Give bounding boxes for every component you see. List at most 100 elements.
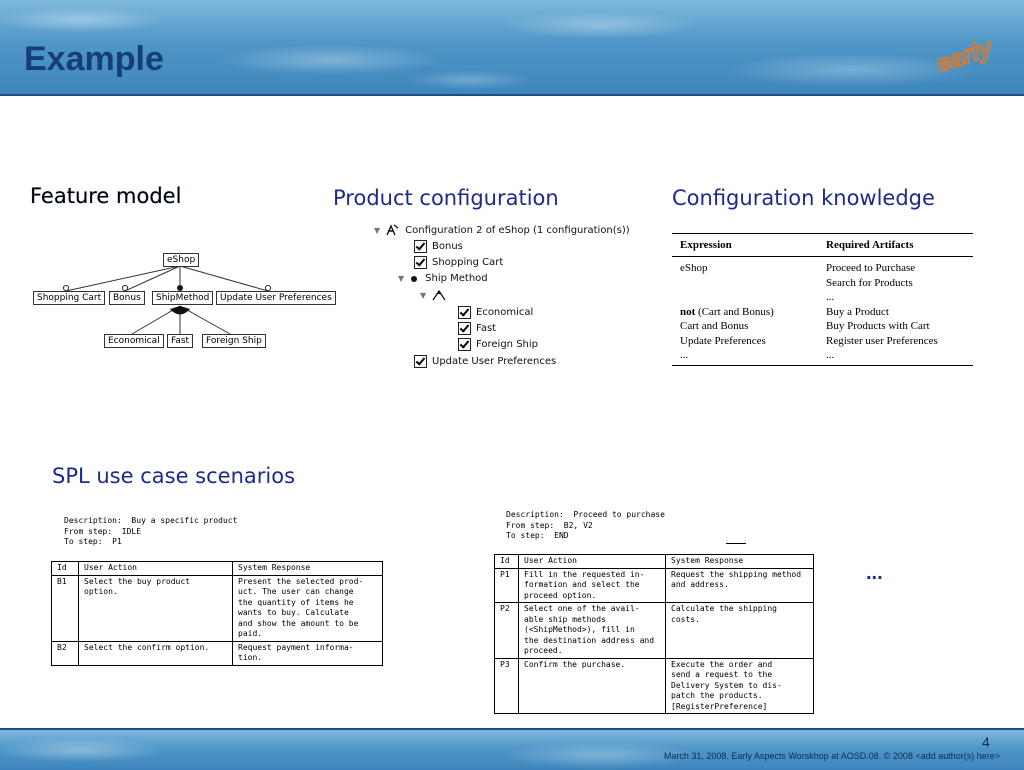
- column-header: System Response: [232, 561, 383, 576]
- artifact-line: Proceed to Purchase: [826, 262, 916, 274]
- system-response-cell: Request the shipping method and address.: [665, 567, 814, 603]
- use-case-from-step: From step: IDLE: [64, 526, 142, 536]
- table-row: P3 Confirm the purchase. Execute the ord…: [494, 657, 814, 714]
- config-item-update-user-preferences[interactable]: Update User Preferences: [414, 355, 556, 368]
- checkbox-checked-icon[interactable]: [414, 240, 427, 253]
- use-case-to-step: To step: P1: [64, 537, 122, 546]
- cell-line: costs.: [671, 614, 700, 624]
- config-item-fast[interactable]: Fast: [458, 322, 496, 335]
- config-item-shopping-cart[interactable]: Shopping Cart: [414, 256, 503, 269]
- product-configuration-tree: ▼ Configuration 2 of eShop (1 configurat…: [372, 222, 662, 372]
- artifact-line: Buy Products with Cart: [826, 320, 930, 332]
- footer-banner: [0, 728, 1024, 770]
- column-header: User Action: [78, 561, 233, 576]
- configuration-knowledge-title: Configuration knowledge: [672, 186, 935, 210]
- system-response-cell: Request payment informa- tion.: [232, 640, 383, 666]
- config-item-label: Fast: [476, 323, 497, 334]
- cell-line: paid.: [238, 629, 263, 638]
- config-item-ship-method[interactable]: ▼ Ship Method: [398, 273, 488, 284]
- column-header: User Action: [518, 554, 666, 569]
- cell-line: Request the shipping method: [671, 569, 802, 579]
- use-case-from-step: From step: B2, V2: [506, 520, 593, 530]
- config-item-label: Ship Method: [425, 273, 488, 284]
- expand-triangle-icon[interactable]: ▼: [398, 274, 405, 283]
- configuration-knowledge-table: Expression Required Artifacts eShop Proc…: [672, 233, 973, 366]
- artifact-line: Search for Products: [826, 276, 913, 289]
- cell-line: Select the buy product: [84, 576, 190, 586]
- mandatory-feature-icon: [411, 275, 418, 282]
- expand-triangle-icon[interactable]: ▼: [374, 225, 381, 235]
- artifacts-cell: Buy a Product Buy Products with Cart Reg…: [818, 304, 973, 366]
- artifact-line: ...: [826, 349, 835, 361]
- expression-line: not (Cart and Bonus): [680, 305, 810, 320]
- feature-update-user-preferences: Update User Preferences: [216, 291, 336, 305]
- feature-model-diagram: eShop Shopping Cart Bonus ShipMethod Upd…: [28, 246, 336, 356]
- use-case-to-step: To step: END: [506, 531, 569, 540]
- cell-line: Present the selected prod-: [238, 576, 364, 586]
- config-item-label: Bonus: [432, 241, 463, 252]
- cell-line: uct. The user can change: [238, 587, 354, 596]
- alternative-group-icon: [432, 289, 446, 301]
- table-row: P1 Fill in the requested in- formation a…: [494, 567, 814, 603]
- cell-line: option.: [84, 587, 118, 596]
- spl-use-case-title: SPL use case scenarios: [52, 464, 296, 488]
- cell-line: Execute the order and: [671, 659, 773, 669]
- column-header: Id: [51, 561, 79, 576]
- config-item-label: Economical: [476, 307, 534, 318]
- cell-line: formation and select the: [524, 580, 640, 589]
- table-header-row: Id User Action System Response: [51, 561, 383, 576]
- cell-line: wants to buy. Calculate: [238, 608, 349, 617]
- checkbox-checked-icon[interactable]: [458, 306, 471, 319]
- artifact-line: Register user Preferences: [826, 334, 938, 347]
- system-response-cell: Execute the order and send a request to …: [665, 657, 814, 714]
- cell-line: Confirm the purchase.: [524, 659, 626, 669]
- use-case-2-header: Description: Proceed to purchase From st…: [506, 510, 665, 542]
- use-case-1-header: Description: Buy a specific product From…: [64, 516, 237, 548]
- cell-line: the quantity of items he: [238, 597, 354, 607]
- config-item-label: Update User Preferences: [432, 356, 557, 367]
- feature-shipmethod: ShipMethod: [152, 291, 214, 305]
- expression-line: ...: [680, 349, 689, 361]
- table-header-row: Id User Action System Response: [494, 554, 814, 569]
- config-item-economical[interactable]: Economical: [458, 306, 533, 319]
- checkbox-checked-icon[interactable]: [458, 322, 471, 335]
- step-id-cell: B1: [51, 574, 79, 642]
- checkbox-checked-icon[interactable]: [414, 256, 427, 269]
- page-number: 4: [982, 734, 990, 750]
- table-row: P2 Select one of the avail- able ship me…: [494, 602, 814, 659]
- cell-line: send a request to the: [671, 670, 773, 679]
- expression-cell: eShop: [672, 257, 818, 305]
- use-case-1-table: Id User Action System Response B1 Select…: [51, 561, 383, 666]
- cell-line: Delivery System to dis-: [671, 680, 782, 690]
- user-action-cell: Select the confirm option.: [78, 640, 233, 666]
- use-case-description: Description: Buy a specific product: [64, 516, 238, 525]
- checkbox-checked-icon[interactable]: [414, 355, 427, 368]
- config-root[interactable]: ▼ Configuration 2 of eShop (1 configurat…: [374, 224, 630, 236]
- table-row: eShop Proceed to Purchase Search for Pro…: [672, 257, 973, 305]
- cell-line: the destination address and: [524, 635, 655, 645]
- cell-line: Calculate the shipping: [671, 604, 777, 613]
- feature-fast: Fast: [167, 334, 194, 348]
- step-id-cell: P2: [494, 602, 519, 659]
- table-row: B1 Select the buy product option. Presen…: [51, 574, 383, 642]
- feature-economical: Economical: [104, 334, 164, 348]
- column-header: Expression: [672, 233, 818, 257]
- step-id-cell: P3: [494, 657, 519, 714]
- step-id-cell: P1: [494, 567, 519, 603]
- column-header: Required Artifacts: [818, 233, 973, 257]
- product-configuration-title: Product configuration: [333, 186, 559, 210]
- step-id-cell: B2: [51, 640, 79, 666]
- expression-line: eShop: [680, 262, 708, 274]
- config-item-foreign-ship[interactable]: Foreign Ship: [458, 338, 538, 351]
- expand-triangle-icon[interactable]: ▼: [420, 290, 427, 300]
- artifact-line: ...: [826, 291, 835, 303]
- config-alternative-group[interactable]: ▼: [420, 289, 447, 301]
- config-item-bonus[interactable]: Bonus: [414, 240, 463, 253]
- cell-line: proceed.: [524, 646, 563, 655]
- config-item-label: Shopping Cart: [432, 257, 504, 268]
- cell-line: able ship methods: [524, 614, 606, 624]
- cell-line: [RegisterPreference]: [671, 701, 768, 711]
- user-action-cell: Fill in the requested in- formation and …: [518, 567, 666, 603]
- table-row: B2 Select the confirm option. Request pa…: [51, 640, 383, 666]
- checkbox-checked-icon[interactable]: [458, 338, 471, 351]
